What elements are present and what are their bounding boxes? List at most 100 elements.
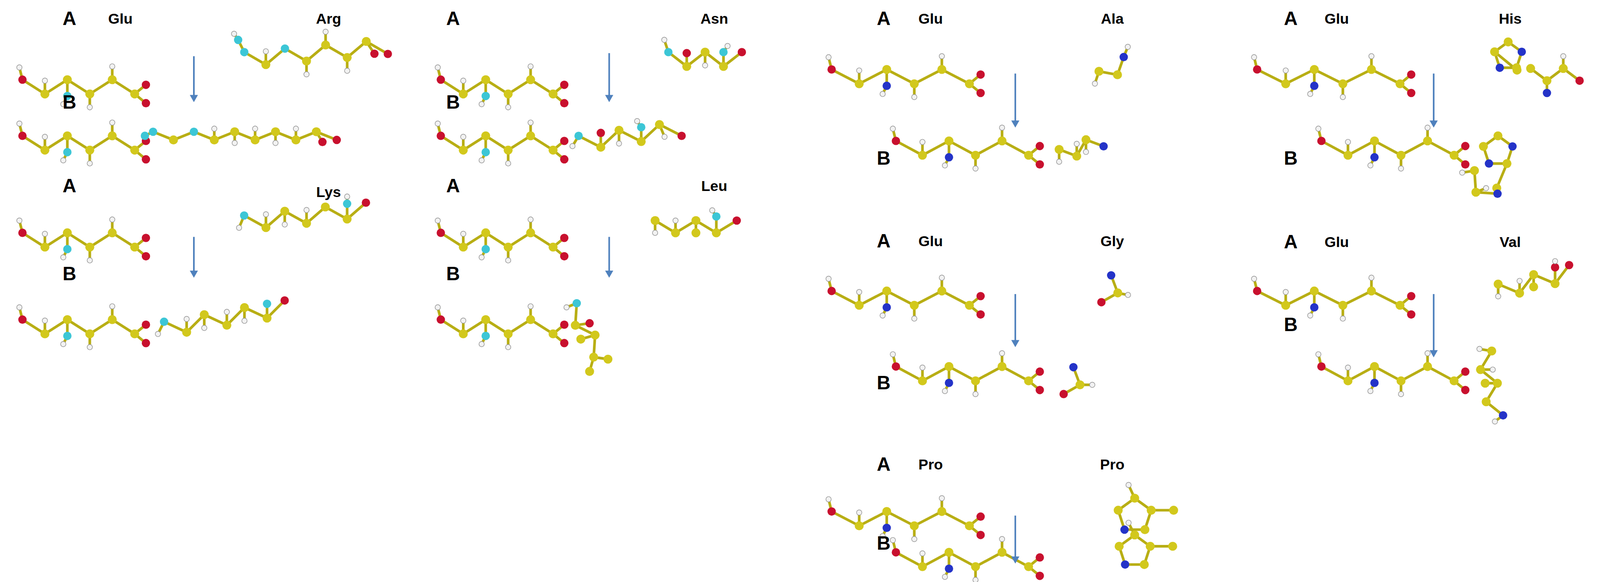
atom-ball [109,63,115,69]
atom-ball [109,303,115,309]
reaction-arrow [1014,515,1017,559]
atom-ball [890,351,896,357]
atom-ball [40,242,50,252]
atom-ball [436,315,445,324]
atom-ball [302,218,312,228]
atom-ball [1529,282,1539,292]
reaction-arrow [608,236,611,273]
atom-ball [560,233,569,242]
bond-stick [1321,140,1349,156]
atom-ball [1422,136,1432,146]
atom-ball [942,573,948,580]
atom-ball [1125,43,1131,50]
atom-ball [585,318,594,328]
atom-ball [211,125,217,131]
atom-ball [370,49,379,58]
atom-ball [1515,288,1525,298]
atom-ball [650,215,660,225]
residue-label: Pro [918,456,943,472]
atom-ball [435,120,441,126]
atom-ball [826,54,832,60]
atom-ball [1529,270,1539,280]
atom-ball [1035,367,1044,376]
residue-label: Pro [1100,456,1125,472]
atom-ball [1490,366,1496,372]
atom-ball [682,49,691,58]
atom-ball [1475,364,1485,375]
atom-ball [1481,396,1491,406]
atom-ball [63,147,72,156]
atom-ball [293,125,299,131]
atom-ball [62,131,72,141]
atom-ball [1461,367,1470,376]
atom-ball [1035,571,1044,580]
atom-ball [1484,159,1494,168]
atom-ball [973,165,979,172]
residue-label: Ala [1100,11,1124,26]
atom-ball [458,329,468,339]
atom-ball [938,274,945,281]
atom-ball [1120,560,1130,569]
arrow-head [1011,120,1020,128]
atom-ball [827,507,836,516]
atom-ball [1502,159,1512,169]
atom-ball [1478,141,1488,151]
atom-ball [436,131,445,140]
atom-ball [141,233,150,242]
arrow-head [1429,349,1438,358]
atom-ball [1054,144,1064,154]
atom-ball [560,136,569,145]
atom-ball [1343,376,1353,386]
atom-ball [16,64,22,70]
atom-ball [1493,131,1503,141]
bond-stick [831,290,860,306]
atom-ball [1395,300,1405,310]
atom-ball [596,142,606,152]
atom-ball [1169,505,1179,515]
atom-ball [503,329,513,339]
residue-label: Lys [316,184,341,200]
atom-ball [718,62,728,72]
atom-ball [107,228,117,238]
bond-stick [886,69,915,84]
atom-ball [652,230,658,236]
atom-ball [1340,94,1346,100]
bond-stick [1374,140,1402,156]
atom-ball [1495,293,1501,299]
atom-ball [479,341,485,347]
bond-stick [1001,140,1029,156]
atom-ball [1369,361,1379,372]
atom-ball [18,228,27,237]
atom-ball [1406,291,1416,300]
atom-ball [1125,482,1132,488]
bond-stick [941,290,970,306]
reaction-arrow [193,236,195,273]
atom-ball [661,37,667,43]
atom-ball [222,320,232,330]
atom-ball [1113,70,1123,80]
atom-ball [944,547,954,557]
atom-ball [572,299,581,308]
state-label: A [446,176,460,196]
atom-ball [976,291,985,300]
atom-ball [560,252,569,261]
atom-ball [970,376,980,386]
atom-ball [527,303,534,309]
atom-ball [976,310,985,319]
atom-ball [964,300,974,310]
atom-ball [548,89,558,99]
atom-ball [481,147,490,156]
atom-ball [737,47,746,57]
atom-ball [168,135,178,145]
atom-ball [505,104,511,110]
arrow-head [1011,339,1020,348]
atom-ball [1340,315,1346,322]
atom-ball [882,286,892,296]
bond-stick [831,511,860,526]
atom-ball [280,206,290,216]
atom-ball [1370,378,1379,387]
atom-ball [576,334,586,344]
bond-stick [895,366,923,381]
state-label: B [62,92,77,112]
atom-ball [634,118,640,124]
